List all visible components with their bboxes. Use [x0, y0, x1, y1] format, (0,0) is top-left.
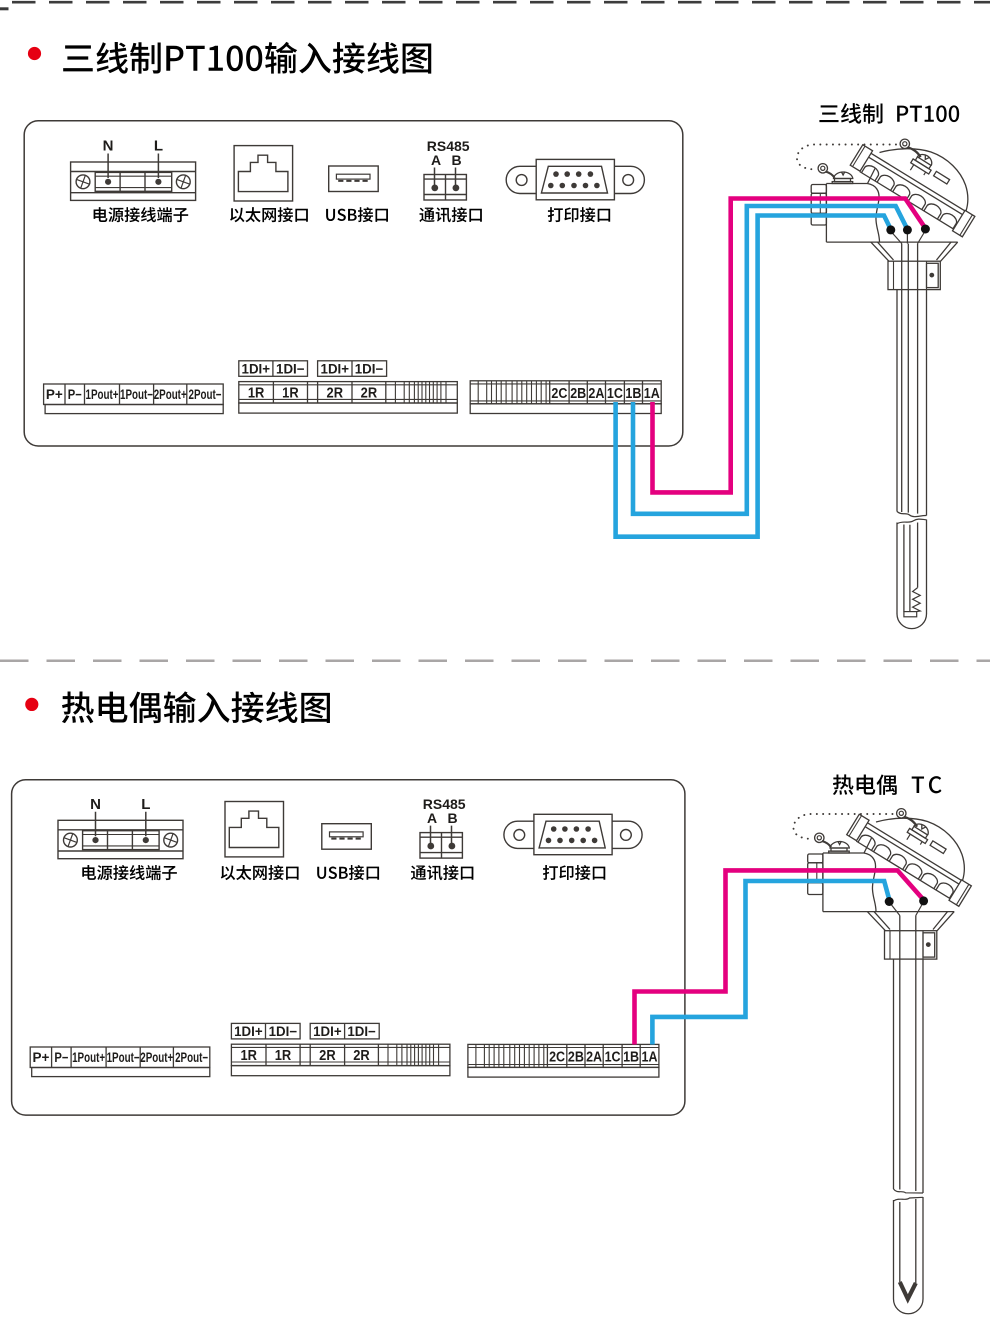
svg-text:1A: 1A — [644, 385, 660, 402]
svg-text:2Pout−: 2Pout− — [175, 1050, 208, 1065]
svg-text:2R: 2R — [353, 1047, 370, 1064]
svg-text:2Pout+: 2Pout+ — [140, 1050, 173, 1065]
svg-text:1Pout−: 1Pout− — [120, 387, 153, 402]
svg-text:1DI+: 1DI+ — [321, 361, 350, 376]
svg-text:L: L — [141, 796, 150, 813]
svg-text:1R: 1R — [240, 1047, 257, 1064]
svg-text:P+: P+ — [46, 387, 63, 402]
svg-text:2C: 2C — [551, 385, 567, 402]
svg-text:B: B — [448, 810, 458, 826]
svg-text:B: B — [452, 152, 462, 168]
svg-text:1DI−: 1DI− — [347, 1024, 376, 1039]
svg-text:1Pout+: 1Pout+ — [72, 1050, 105, 1065]
svg-text:1Pout−: 1Pout− — [107, 1050, 140, 1065]
svg-text:L: L — [154, 138, 163, 155]
svg-text:2R: 2R — [327, 385, 344, 402]
svg-text:1DI+: 1DI+ — [234, 1024, 263, 1039]
svg-text:2Pout−: 2Pout− — [189, 387, 222, 402]
svg-text:RS485: RS485 — [427, 138, 470, 154]
svg-text:P+: P+ — [32, 1050, 49, 1065]
svg-text:A: A — [427, 810, 437, 826]
svg-text:P−: P− — [54, 1050, 68, 1065]
svg-text:1DI+: 1DI+ — [242, 361, 271, 376]
svg-text:1B: 1B — [625, 385, 641, 402]
svg-text:1B: 1B — [623, 1049, 639, 1066]
svg-text:RS485: RS485 — [423, 796, 466, 812]
svg-text:P−: P− — [68, 387, 82, 402]
svg-text:1R: 1R — [275, 1047, 292, 1064]
svg-text:1R: 1R — [248, 385, 265, 402]
svg-text:1DI−: 1DI− — [276, 361, 305, 376]
svg-text:N: N — [103, 138, 114, 155]
svg-text:2Pout+: 2Pout+ — [154, 387, 187, 402]
svg-text:1A: 1A — [642, 1049, 658, 1066]
svg-text:1C: 1C — [605, 1049, 621, 1066]
svg-text:2A: 2A — [588, 385, 604, 402]
svg-text:1DI+: 1DI+ — [313, 1024, 342, 1039]
svg-text:1R: 1R — [282, 385, 299, 402]
svg-text:2A: 2A — [586, 1049, 602, 1066]
svg-text:A: A — [431, 152, 441, 168]
svg-text:2R: 2R — [319, 1047, 336, 1064]
svg-text:2B: 2B — [568, 1049, 584, 1066]
svg-text:1C: 1C — [607, 385, 623, 402]
svg-text:1DI−: 1DI− — [355, 361, 384, 376]
svg-text:2B: 2B — [570, 385, 586, 402]
svg-text:1Pout+: 1Pout+ — [86, 387, 119, 402]
svg-text:1DI−: 1DI− — [269, 1024, 298, 1039]
svg-text:N: N — [90, 796, 101, 813]
svg-text:2R: 2R — [361, 385, 378, 402]
svg-text:2C: 2C — [549, 1049, 565, 1066]
